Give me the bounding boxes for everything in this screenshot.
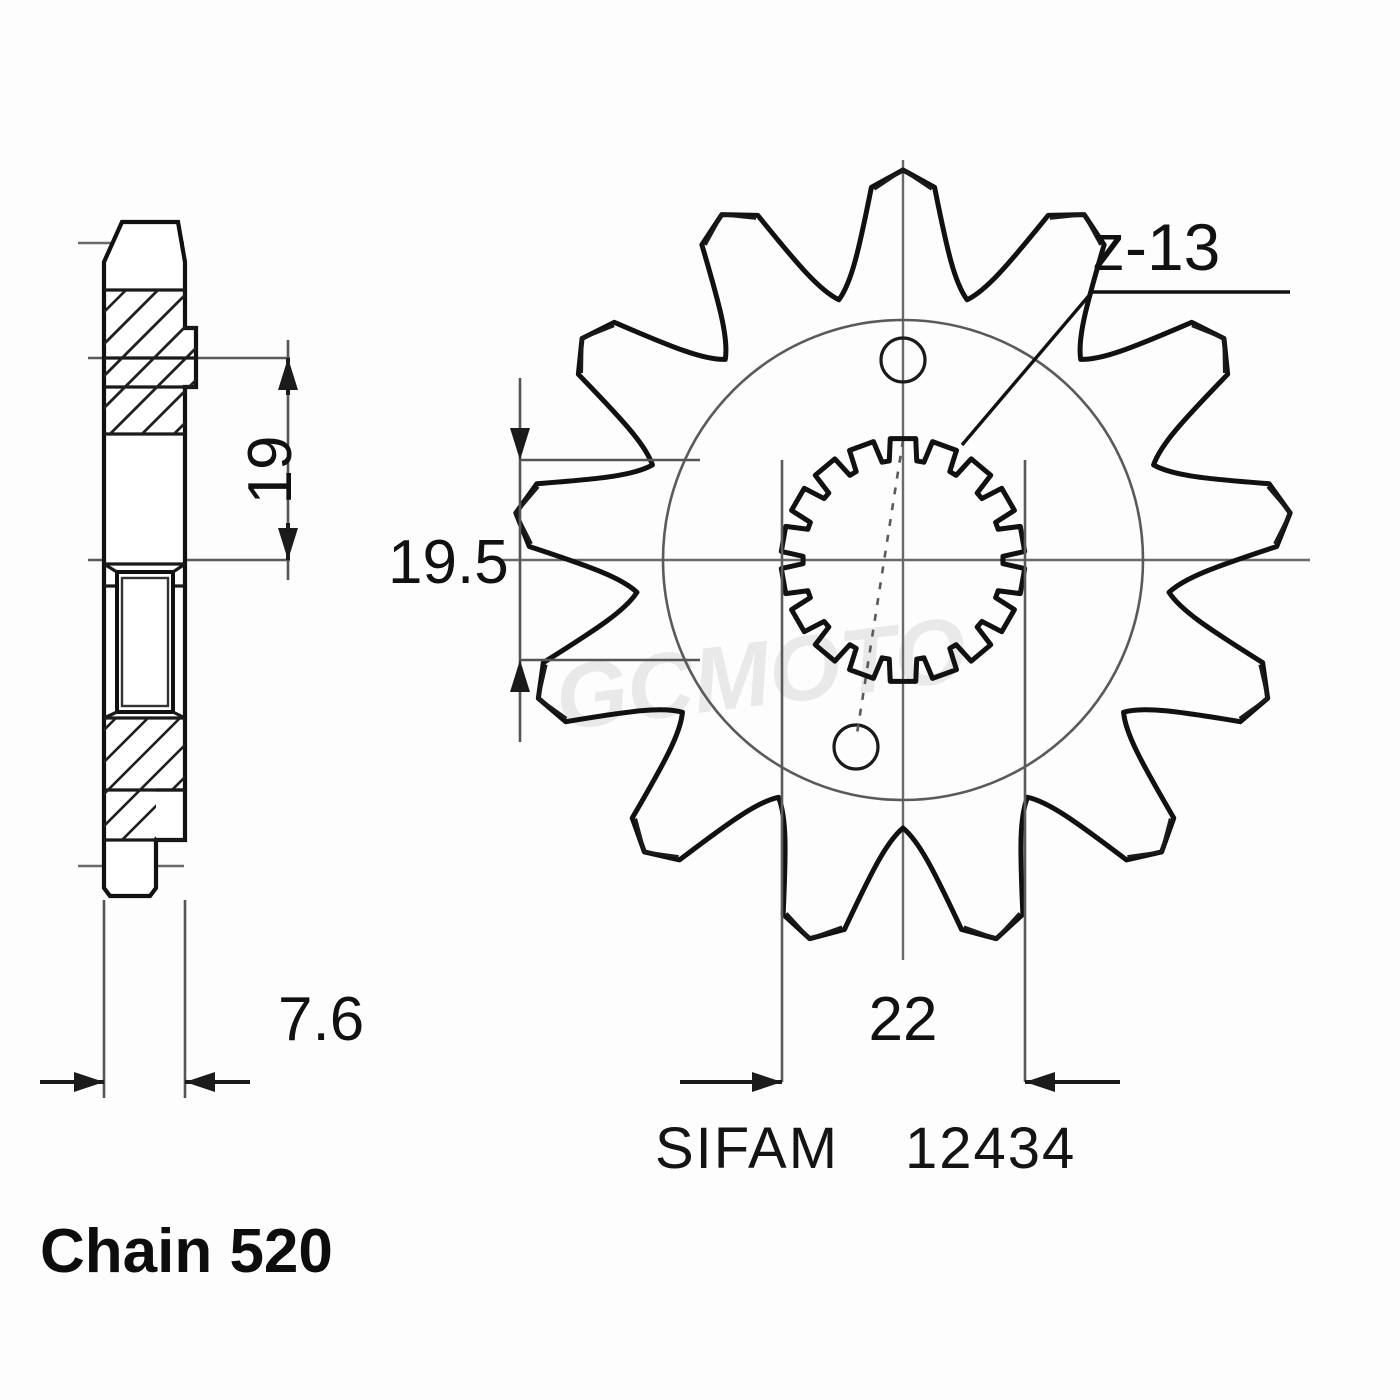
pitch-circle [661,318,1145,802]
dimension-19: 19 [236,340,305,580]
part-number-text: 12434 [905,1116,1076,1181]
dimension-22-text: 22 [869,985,938,1054]
section-body-outline [101,219,199,899]
tooth-tip-notch [1049,213,1103,246]
tooth-tip-notch [703,213,757,246]
tooth-tip-notch [963,912,1021,941]
tooth-tip-notch [579,324,615,373]
bolt-hole-top [879,336,927,384]
tooth-tip-notch [785,912,843,941]
dimension-19-text: 19 [236,436,305,505]
tooth-tip-notch [1127,818,1173,859]
splined-bore [778,436,1028,684]
watermark-text: GCMOTO [550,598,972,749]
tooth-tip-notch [1238,664,1270,720]
front-view: z-13 19.5 22 SIFAM 12 [388,160,1310,1181]
bore-projection-lines [780,460,1027,1082]
bolt-holes [832,336,927,771]
side-section-view: 19 7.6 [40,219,364,1098]
section-hatch-lower [104,718,185,840]
dimension-22: 22 [680,985,1120,1092]
tooth-tip-notch [514,485,540,545]
tooth-tip-notch [536,664,568,720]
watermark-group: GCMOTO [550,598,972,749]
sprocket-teeth-outline [513,167,1293,942]
dimension-7-6-text: 7.6 [278,985,364,1054]
tooth-tip-notch [1191,324,1227,373]
z-callout-leader: z-13 [960,210,1290,447]
dimension-7-6: 7.6 [40,900,364,1098]
tooth-tip-notch [633,818,679,859]
dimension-19-5: 19.5 [388,378,700,742]
dimension-19-5-text: 19.5 [388,528,509,597]
title-block: SIFAM 12434 [655,1116,1076,1181]
chain-label: Chain 520 [40,1217,333,1286]
bolt-hole-bottom [832,723,880,771]
brand-text: SIFAM [655,1116,839,1181]
z-callout-text: z-13 [1092,210,1220,284]
tooth-tip-notch [873,168,933,191]
bolt-hole-reference-line [854,439,905,741]
section-bore-window [103,562,186,720]
tooth-tip-notch [1266,485,1292,545]
